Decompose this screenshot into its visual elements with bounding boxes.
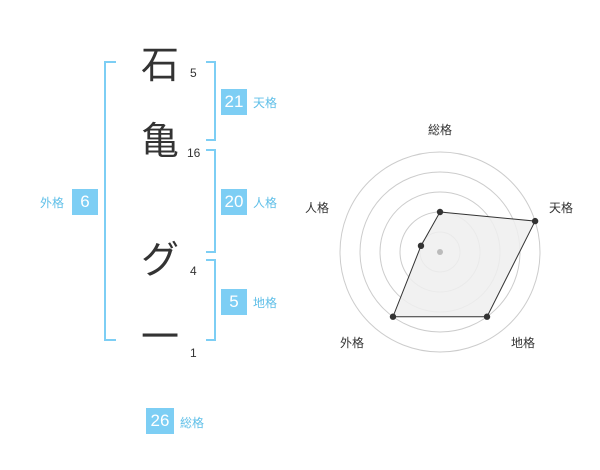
stroke-count-4: 1 <box>190 346 197 360</box>
soukaku-label: 総格 <box>180 416 205 430</box>
gaikaku-label: 外格 <box>40 196 65 210</box>
jinkaku-value: 20 <box>221 189 247 215</box>
radar-series-polygon <box>392 211 536 318</box>
chikaku-label: 地格 <box>253 296 278 310</box>
radar-axis-label-gaikaku: 外格 <box>340 336 365 350</box>
radar-point-2 <box>483 313 491 320</box>
radar-axis-label-soukaku: 総格 <box>428 123 453 137</box>
tenkaku-label: 天格 <box>253 96 278 110</box>
tenkaku-bracket <box>206 61 216 141</box>
jinkaku-label: 人格 <box>253 196 278 210</box>
stroke-count-1: 5 <box>190 66 197 80</box>
radar-center-point <box>437 249 443 255</box>
gaikaku-value: 6 <box>72 189 98 215</box>
stroke-count-3: 4 <box>190 264 197 278</box>
radar-axis-label-chikaku: 地格 <box>511 336 536 350</box>
radar-point-3 <box>389 313 397 320</box>
name-char-1: 石 <box>140 43 179 87</box>
name-char-3: グ <box>140 238 179 282</box>
name-char-4: 一 <box>140 315 179 359</box>
radar-point-4 <box>417 242 425 250</box>
radar-point-1 <box>531 217 539 225</box>
name-char-2: 亀 <box>140 119 179 163</box>
soukaku-value: 26 <box>146 408 174 434</box>
chikaku-value: 5 <box>221 289 247 315</box>
jinkaku-bracket <box>206 149 216 253</box>
radar-axis-label-tenkaku: 天格 <box>549 201 574 215</box>
radar-grid-ring <box>339 151 541 353</box>
radar-point-0 <box>436 208 444 216</box>
gaikaku-bracket <box>104 61 116 341</box>
stroke-count-2: 16 <box>187 146 201 160</box>
tenkaku-value: 21 <box>221 89 247 115</box>
radar-axis-label-jinkaku: 人格 <box>305 201 330 215</box>
chikaku-bracket <box>206 259 216 341</box>
